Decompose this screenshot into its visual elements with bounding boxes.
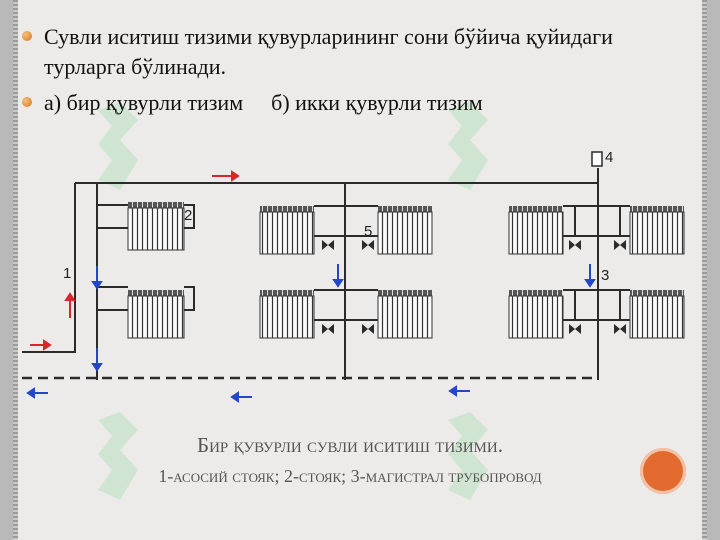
left-border-stripe <box>13 0 18 540</box>
radiator-icon <box>127 202 185 251</box>
diagram-label-main-riser: 1 <box>63 265 71 282</box>
watermark-logo-icon <box>98 102 138 190</box>
caption-legend: 1-асосий стояк; 2-стояк; 3-магистрал тру… <box>158 466 542 486</box>
radiator-icon <box>629 290 685 339</box>
radiators <box>127 202 685 339</box>
slide <box>18 0 702 540</box>
valve-icon <box>614 240 626 250</box>
diagram-label-valve: 5 <box>364 223 372 240</box>
cold-arrow-icon <box>91 348 103 372</box>
expansion-tank-icon <box>591 151 603 167</box>
caption-title: Бир қувурли сувли иситиш тизими. <box>197 433 503 457</box>
radiator-icon <box>508 290 564 339</box>
diagram-label-riser: 2 <box>184 207 192 224</box>
valve-icon <box>569 324 581 334</box>
radiator-icon <box>259 206 315 255</box>
hot-arrow-icon <box>30 339 52 351</box>
bullet-item: а) бир қувурли тизим б) икки қувурли тизи… <box>22 88 682 118</box>
valves <box>322 240 626 334</box>
bullet-dot-icon <box>22 97 32 107</box>
watermark-logo-icon <box>98 412 138 500</box>
bullet-text: Сувли иситиш тизими қувурларининг сони б… <box>44 24 613 79</box>
diagram-label-main-pipeline: 3 <box>601 267 609 284</box>
orange-circle-decoration <box>640 448 686 494</box>
radiator-icon <box>377 206 433 255</box>
radiator-icon <box>508 206 564 255</box>
radiator-icon <box>127 290 185 339</box>
flow-arrows <box>26 170 596 403</box>
valve-icon <box>322 324 334 334</box>
valve-icon <box>322 240 334 250</box>
bullet-list: Сувли иситиш тизими қувурларининг сони б… <box>22 22 682 124</box>
hot-arrow-icon <box>212 170 240 182</box>
valve-icon <box>569 240 581 250</box>
valve-icon <box>362 324 374 334</box>
diagram-label-expansion-tank: 4 <box>605 149 613 166</box>
bullet-dot-icon <box>22 31 32 41</box>
heating-system-diagram: 1 2 3 4 5 <box>22 149 685 403</box>
valve-icon <box>614 324 626 334</box>
radiator-icon <box>377 290 433 339</box>
cold-arrow-icon <box>584 264 596 288</box>
bullet-item: Сувли иситиш тизими қувурларининг сони б… <box>22 22 682 82</box>
cold-arrow-icon <box>26 387 48 399</box>
cold-arrow-icon <box>230 391 252 403</box>
cold-arrow-icon <box>91 266 103 290</box>
cold-arrow-icon <box>448 385 470 397</box>
radiator-icon <box>629 206 685 255</box>
supply-piping <box>22 168 630 380</box>
valve-icon <box>362 240 374 250</box>
right-border-stripe <box>702 0 707 540</box>
watermark-logo-icon <box>448 102 488 190</box>
cold-arrow-icon <box>332 264 344 288</box>
bullet-item-a: а) бир қувурли тизим <box>44 90 244 115</box>
bullet-item-b: б) икки қувурли тизим <box>271 90 483 115</box>
watermark-logo-icon <box>448 412 488 500</box>
radiator-icon <box>259 290 315 339</box>
hot-arrow-icon <box>64 292 76 318</box>
